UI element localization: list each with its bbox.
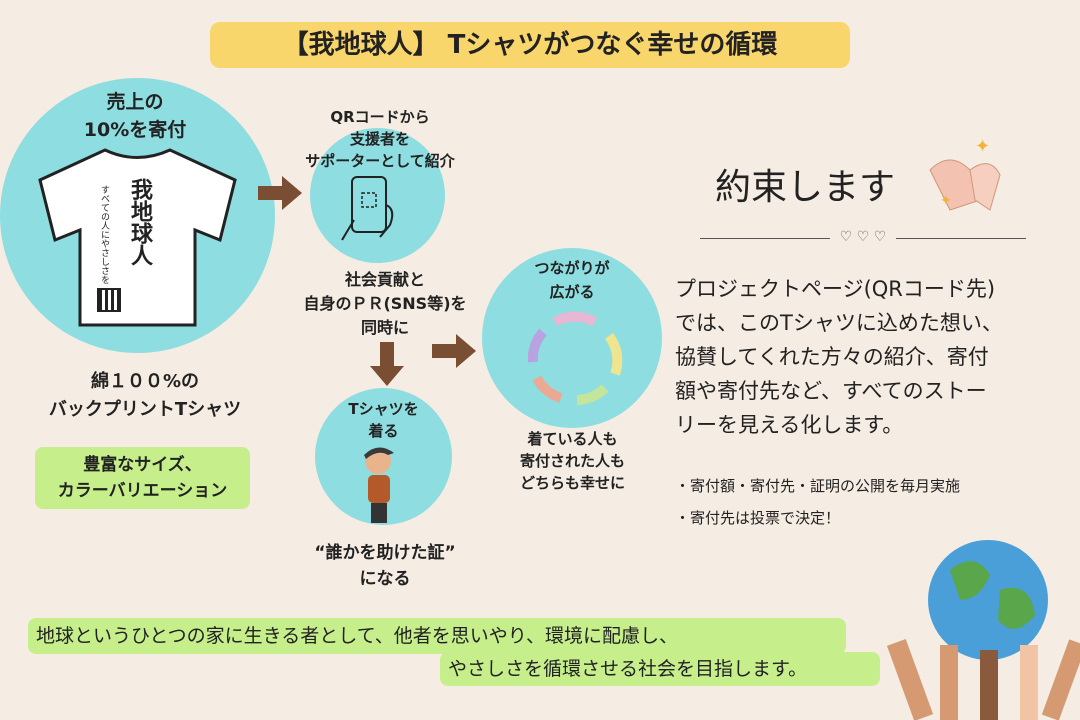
arrow-right-icon <box>432 334 476 368</box>
happy-line3: どちらも幸せに <box>519 474 625 492</box>
svg-text:✦: ✦ <box>940 193 952 209</box>
pr-line3: 同時に <box>360 318 409 337</box>
shirt-logo: 我地球人 <box>127 178 152 266</box>
globe-hands-icon <box>886 540 1080 720</box>
promise-body: プロジェクトページ(QRコード先) では、このTシャツに込めた想い、 協賛してく… <box>675 272 1075 442</box>
donation-text: 売上の 10%を寄付 <box>60 88 210 144</box>
promise-body-line: では、このTシャツに込めた想い、 <box>675 311 1003 335</box>
cotton-line2: バックプリントTシャツ <box>48 399 242 420</box>
pr-text: 社会貢献と 自身のＰＲ(SNS等)を 同時に <box>290 268 480 340</box>
promise-body-line: リーを見える化します。 <box>675 413 904 437</box>
cycle-arrows-icon <box>527 311 623 405</box>
cotton-text: 綿１００%の バックプリントTシャツ <box>40 368 250 424</box>
qr-line3: サポーターとして紹介 <box>305 152 455 170</box>
happy-line2: 寄付された人も <box>519 452 625 470</box>
shirt-tagline: すべての人にやさしさを <box>99 185 109 284</box>
person-icon <box>364 447 394 523</box>
qr-text: QRコードから 支援者を サポーターとして紹介 <box>290 106 470 172</box>
arrow-down-icon <box>370 342 404 386</box>
svg-text:✦: ✦ <box>975 136 990 157</box>
wear-text: Tシャツを 着る <box>320 398 447 442</box>
promise-body-line: 協賛してくれた方々の紹介、寄付 <box>675 345 989 369</box>
donation-line2: 10%を寄付 <box>83 119 187 141</box>
phone-scan-icon <box>341 176 394 241</box>
pr-line2: 自身のＰＲ(SNS等)を <box>303 294 467 313</box>
variety-line2: カラーバリエーション <box>57 481 228 501</box>
promise-body-line: プロジェクトページ(QRコード先) <box>675 277 996 301</box>
wear-line1: Tシャツを <box>348 400 419 418</box>
pr-line1: 社会貢献と <box>344 270 425 289</box>
connect-text: つながりが 広がる <box>500 256 644 304</box>
cotton-line1: 綿１００%の <box>90 371 200 392</box>
variety-line1: 豊富なサイズ、 <box>83 455 202 475</box>
promise-bullet: ・寄付額・寄付先・証明の公開を毎月実施 <box>675 477 961 495</box>
divider <box>700 238 830 239</box>
happy-line1: 着ている人も <box>527 430 618 448</box>
variety-badge: 豊富なサイズ、 カラーバリエーション <box>35 447 250 509</box>
qr-circle <box>310 128 445 263</box>
proof-text: “誰かを助けた証” になる <box>290 540 480 592</box>
happy-text: 着ている人も 寄付された人も どちらも幸せに <box>490 428 655 494</box>
promise-body-line: 額や寄付先など、すべてのストー <box>675 379 987 403</box>
promise-bullet: ・寄付先は投票で決定！ <box>675 509 841 527</box>
hearts-icon: ♡ ♡ ♡ <box>839 229 887 245</box>
page-title: 【我地球人】 Tシャツがつなぐ幸せの循環 <box>210 22 850 68</box>
qr-line1: QRコードから <box>330 108 430 126</box>
proof-line2: になる <box>359 569 411 589</box>
connect-line1: つながりが <box>534 259 610 277</box>
qr-line2: 支援者を <box>349 130 410 148</box>
divider <box>896 238 1026 239</box>
arrow-right-icon <box>258 176 302 210</box>
connect-line2: 広がる <box>549 283 595 301</box>
wear-line2: 着る <box>368 422 399 440</box>
promise-bullets: ・寄付額・寄付先・証明の公開を毎月実施 ・寄付先は投票で決定！ <box>675 470 960 534</box>
footer-line1: 地球というひとつの家に生きる者として、他者を思いやり、環境に配慮し、 <box>28 618 846 654</box>
tshirt-icon <box>38 148 237 327</box>
qr-code-icon <box>97 288 121 312</box>
promise-heading: 約束します <box>715 167 896 208</box>
proof-line1: “誰かを助けた証” <box>314 543 456 563</box>
pinky-promise-icon: ✦✦ <box>929 136 1001 211</box>
footer-line2: やさしさを循環させる社会を目指します。 <box>440 652 880 686</box>
connect-circle <box>482 248 662 428</box>
donation-line1: 売上の <box>106 91 164 113</box>
